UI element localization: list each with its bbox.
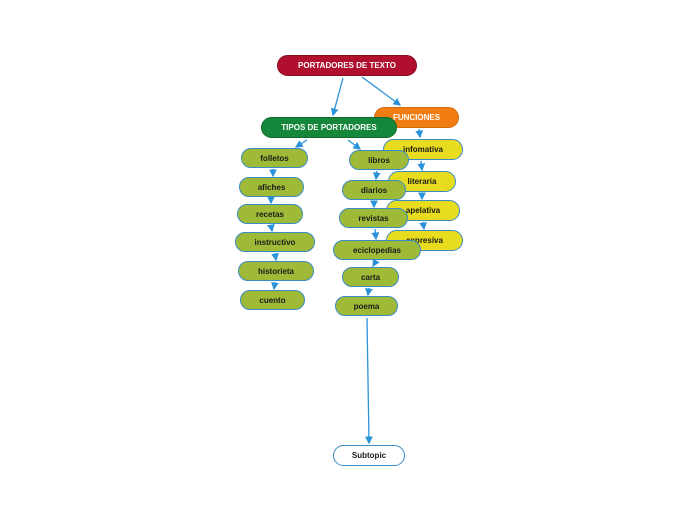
connector-revistas-to-eciclopedias bbox=[371, 228, 380, 241]
connector-funciones-to-infomativa bbox=[415, 128, 424, 139]
connector-historieta-to-cuento bbox=[271, 281, 279, 291]
tipo-item-instructivo[interactable]: instructivo bbox=[235, 232, 315, 252]
connector-tipos-to-folletos bbox=[294, 139, 308, 148]
tipo-item-carta[interactable]: carta bbox=[342, 267, 399, 287]
tipo-item-libros[interactable]: libros bbox=[349, 150, 409, 170]
tipo-item-cuento[interactable]: cuento bbox=[240, 290, 305, 310]
connector-infomativa-to-literaria bbox=[417, 160, 426, 172]
connector-tipos-to-libros bbox=[347, 139, 362, 150]
connector-libros-to-diarios bbox=[372, 170, 381, 181]
subtopic-node[interactable]: Subtopic bbox=[333, 445, 405, 466]
tipo-item-diarios[interactable]: diarios bbox=[342, 180, 406, 200]
connector-poema-to-subtopic bbox=[364, 317, 373, 445]
tipo-item-recetas[interactable]: recetas bbox=[237, 204, 303, 224]
root-node[interactable]: PORTADORES DE TEXTO bbox=[277, 55, 417, 76]
connector-apelativa-to-expresiva bbox=[419, 221, 427, 231]
tipo-item-poema[interactable]: poema bbox=[335, 296, 398, 316]
connector-eciclopedias-to-carta bbox=[372, 258, 380, 268]
tipo-item-historieta[interactable]: historieta bbox=[238, 261, 314, 281]
connector-instructivo-to-historieta bbox=[271, 252, 279, 262]
connector-recetas-to-instructivo bbox=[267, 223, 275, 233]
tipos-de-portadores-node[interactable]: TIPOS DE PORTADORES bbox=[261, 117, 397, 138]
connector-carta-to-poema bbox=[365, 287, 373, 297]
tipo-item-folletos[interactable]: folletos bbox=[241, 148, 308, 168]
tipo-item-afiches[interactable]: afiches bbox=[239, 177, 304, 197]
connector-root-to-tipos bbox=[330, 77, 344, 117]
tipo-item-revistas[interactable]: revistas bbox=[339, 208, 408, 228]
tipo-item-eciclopedias[interactable]: eciclopedias bbox=[333, 240, 421, 260]
connector-root-to-funciones bbox=[361, 76, 402, 106]
